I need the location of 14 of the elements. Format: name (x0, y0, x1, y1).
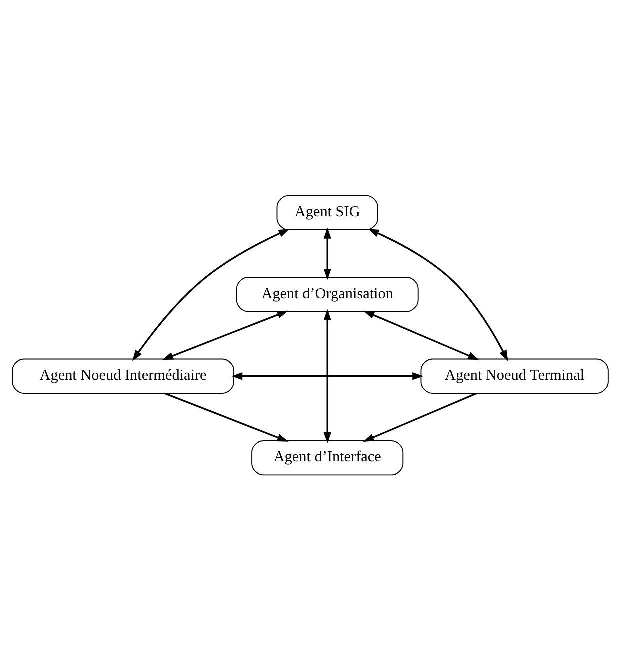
node-box: Agent Noeud Terminal (420, 358, 609, 394)
arrow (232, 372, 424, 380)
arrow (363, 392, 477, 442)
node-box: Agent Noeud Intermédiaire (12, 358, 234, 394)
node-box: Agent d’Interface (252, 440, 404, 476)
arrow (364, 310, 480, 360)
arrow (164, 392, 288, 442)
arrow (368, 228, 508, 361)
arrow (162, 310, 288, 360)
arrow (324, 227, 332, 280)
node-box: Agent SIG (276, 194, 378, 230)
arrow (132, 228, 290, 361)
node-box: Agent d’Organisation (236, 276, 419, 312)
arrow (324, 308, 332, 444)
